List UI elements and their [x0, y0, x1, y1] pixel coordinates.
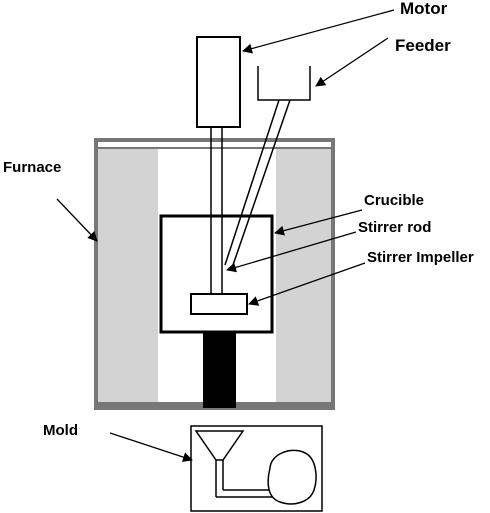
- mold: [190, 425, 323, 512]
- crucible-label: Crucible: [364, 192, 425, 209]
- stirrer-rod: [210, 127, 223, 294]
- outlet-channel: [203, 332, 236, 408]
- stirrer-rod-label: Stirrer rod: [358, 219, 432, 236]
- stirrer-impeller-arrow: [248, 262, 366, 306]
- mold-arrow: [109, 432, 193, 462]
- leader-arrows: [56, 9, 395, 462]
- stirrer-rod-arrow: [226, 231, 357, 273]
- furnace-arrow: [56, 198, 98, 242]
- motor-label: Motor: [400, 0, 448, 18]
- mold-cavity: [267, 449, 317, 505]
- stirrer-impeller: [190, 293, 248, 315]
- feeder-label: Feeder: [395, 36, 451, 55]
- feeder: [224, 66, 311, 266]
- furnace-right-insulation: [276, 148, 331, 404]
- feeder-arrow: [315, 37, 389, 87]
- furnace-left-insulation: [98, 148, 158, 404]
- motor: [196, 36, 241, 128]
- furnace-label: Furnace: [3, 159, 62, 176]
- stirrer-impeller-label: Stirrer Impeller: [367, 249, 474, 266]
- furnace: [94, 138, 335, 410]
- mold-label: Mold: [43, 422, 78, 439]
- motor-arrow: [242, 9, 395, 54]
- crucible-arrow: [274, 209, 363, 236]
